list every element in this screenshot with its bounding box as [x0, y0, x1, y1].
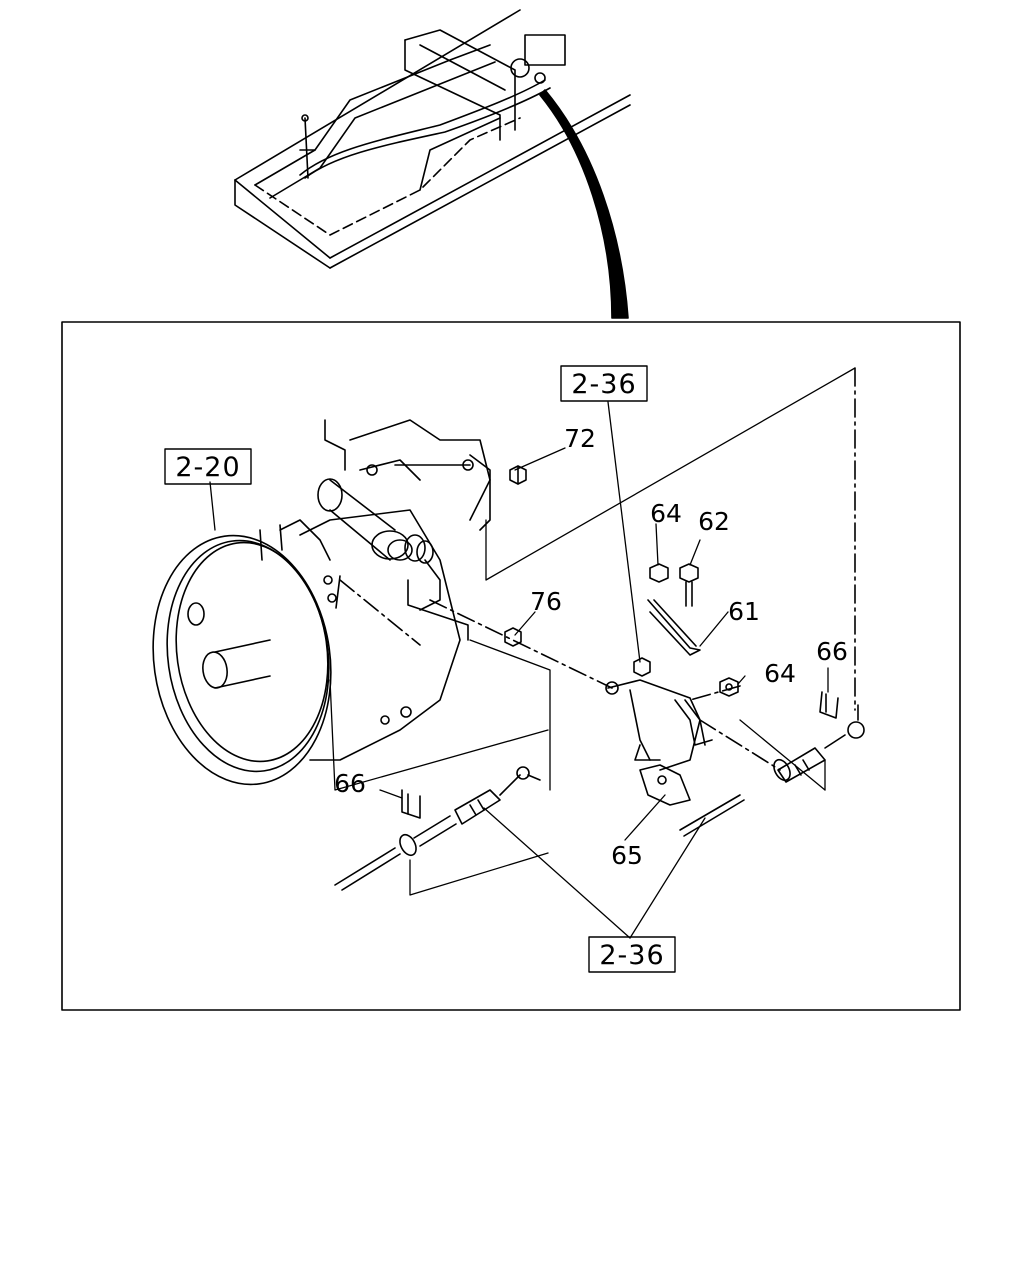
- bolt-62: [679, 563, 699, 607]
- cable-left: [334, 766, 541, 891]
- part-label-64-lower: 64: [764, 659, 796, 688]
- leader-lines: [209, 367, 856, 939]
- ref-box-2-20: [164, 448, 252, 485]
- part-label-76: 76: [530, 587, 562, 616]
- chassis-overview: [234, 9, 631, 269]
- part-label-66-right: 66: [816, 637, 848, 666]
- part-label-62: 62: [698, 507, 730, 536]
- callout-2-36-bottom: 2-36: [599, 940, 664, 971]
- part-label-64-upper: 64: [650, 499, 682, 528]
- callout-2-20: 2-20: [175, 452, 240, 483]
- part-label-72: 72: [564, 424, 596, 453]
- callout-2-36-top: 2-36: [571, 369, 636, 400]
- clip-66-right: [819, 691, 839, 719]
- nut-64-lower: [719, 677, 739, 697]
- nut-64-upper: [649, 563, 669, 583]
- part-label-65: 65: [611, 841, 643, 870]
- support-61: [647, 599, 701, 656]
- callout-pointer: [539, 89, 629, 319]
- ref-box-2-36-bottom: [588, 936, 676, 973]
- detail-frame: [61, 321, 961, 1011]
- clip-66-left: [401, 789, 421, 819]
- nut-2-36-upper: [633, 657, 651, 677]
- part-label-61: 61: [728, 597, 760, 626]
- ref-box-2-36-top: [560, 365, 648, 402]
- transmission-assembly: [152, 419, 491, 786]
- alignment-lines: [339, 367, 856, 771]
- part-label-66-left: 66: [334, 769, 366, 798]
- nut-76: [504, 627, 522, 647]
